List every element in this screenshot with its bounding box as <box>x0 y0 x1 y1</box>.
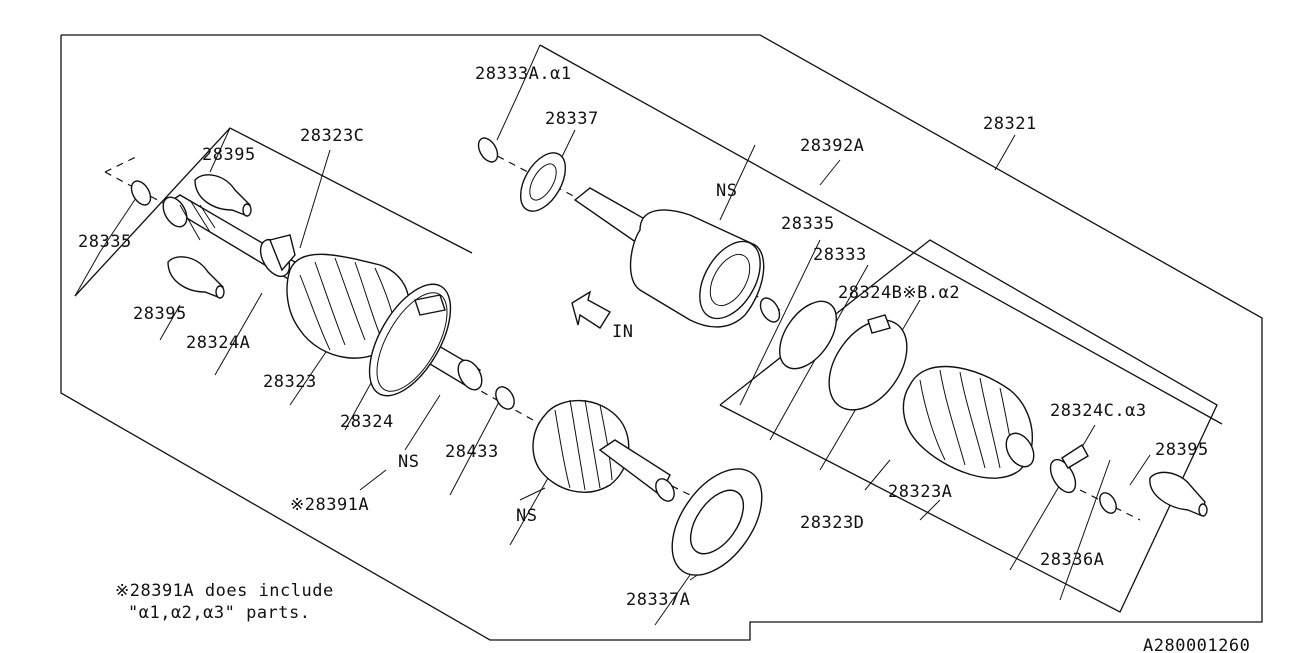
label-28323: 28323 <box>263 372 317 392</box>
label-28324: 28324 <box>340 412 394 432</box>
ring-28333 <box>779 300 837 370</box>
band-28324B <box>828 314 908 411</box>
seal-28337A <box>671 468 763 576</box>
label-28392A: 28392A <box>800 136 864 156</box>
label-28337: 28337 <box>545 109 599 129</box>
label-28324C: 28324C.α3 <box>1050 401 1147 421</box>
outer-boundary <box>60 34 1263 641</box>
part-labels: 28333A.α1 28337 28321 28392A 28323C 2839… <box>78 64 1209 610</box>
label-28323A: 28323A <box>888 482 952 502</box>
direction-in-arrow-icon <box>571 290 611 329</box>
footnote-line-2: "α1,α2,α3" parts. <box>128 603 311 623</box>
label-28335-left: 28335 <box>78 232 132 252</box>
seal-28337 <box>519 152 567 212</box>
label-28395-right: 28395 <box>1155 440 1209 460</box>
label-ns-top: NS <box>716 181 737 201</box>
footnote-line-1: ※28391A does include <box>115 581 334 601</box>
snap-ring-28335 <box>759 297 781 323</box>
footnote: ※28391A does include "α1,α2,α3" parts. <box>115 581 334 623</box>
label-28335-mid: 28335 <box>781 214 835 234</box>
drawing-number: A280001260 <box>1143 636 1250 653</box>
boot-kits <box>167 174 1208 517</box>
label-28324B: 28324B※B.α2 <box>838 283 960 303</box>
label-28395-mid: 28395 <box>133 304 187 324</box>
snap-ring-28333A <box>477 137 499 163</box>
label-28395-top: 28395 <box>202 145 256 165</box>
label-28323D: 28323D <box>800 513 864 533</box>
inner-joint-housing <box>573 187 765 328</box>
label-28323C: 28323C <box>300 126 364 146</box>
label-28333: 28333 <box>813 245 867 265</box>
ring-28336A <box>1099 492 1117 514</box>
label-28433: 28433 <box>445 442 499 462</box>
label-28333A: 28333A.α1 <box>475 64 572 84</box>
outer-cv-joint <box>532 399 675 502</box>
left-band-clamp <box>368 283 452 397</box>
inner-boot <box>902 365 1035 479</box>
label-28337A: 28337A <box>626 590 690 610</box>
label-28336A: 28336A <box>1040 550 1104 570</box>
label-28391A: ※28391A <box>290 495 369 515</box>
label-28324A: 28324A <box>186 333 250 353</box>
label-28321: 28321 <box>983 114 1037 134</box>
upper-band-frame <box>539 44 1223 425</box>
label-ns-mid: NS <box>398 452 419 472</box>
label-ns-bottom: NS <box>516 506 537 526</box>
label-in: IN <box>612 322 633 342</box>
clamp-28324C <box>1049 444 1089 494</box>
right-assembly-frame <box>719 239 1218 613</box>
